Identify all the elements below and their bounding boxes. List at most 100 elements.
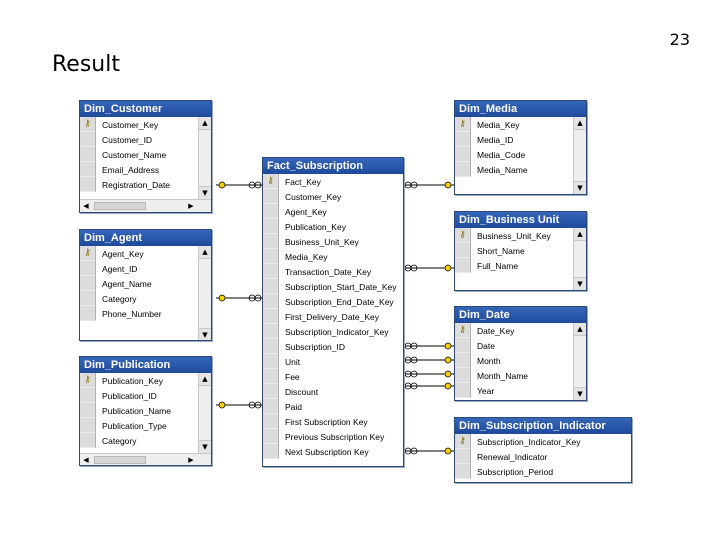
column-row[interactable]: Short_Name: [455, 243, 586, 258]
column-row[interactable]: Publication_Type: [80, 418, 211, 433]
column-row[interactable]: ⚷Customer_Key: [80, 117, 211, 132]
column-row[interactable]: Publication_Name: [80, 403, 211, 418]
column-row[interactable]: Customer_ID: [80, 132, 211, 147]
vertical-scrollbar[interactable]: ▲▼: [198, 117, 211, 199]
column-row[interactable]: Unit: [263, 354, 403, 369]
many-end-icon: [248, 181, 262, 189]
column-row[interactable]: Previous Subscription Key: [263, 429, 403, 444]
table-title[interactable]: Fact_Subscription: [263, 158, 403, 174]
column-row[interactable]: Subscription_Start_Date_Key: [263, 279, 403, 294]
dim-subscription-indicator-table[interactable]: Dim_Subscription_Indicator ⚷Subscription…: [454, 417, 632, 483]
table-title[interactable]: Dim_Customer: [80, 101, 211, 117]
column-row[interactable]: Media_Key: [263, 249, 403, 264]
column-row[interactable]: ⚷Fact_Key: [263, 174, 403, 189]
scroll-left-icon[interactable]: ◀: [83, 456, 89, 464]
column-row[interactable]: Publication_ID: [80, 388, 211, 403]
vertical-scrollbar[interactable]: ▲▼: [198, 246, 211, 340]
column-row[interactable]: Paid: [263, 399, 403, 414]
key-end-icon: [444, 356, 452, 364]
scroll-down-icon[interactable]: ▼: [574, 181, 586, 194]
column-row[interactable]: Agent_Name: [80, 276, 211, 291]
column-row[interactable]: Registration_Date: [80, 177, 211, 192]
scroll-thumb[interactable]: [94, 456, 147, 464]
column-row[interactable]: Publication_Key: [263, 219, 403, 234]
column-row[interactable]: Year: [455, 383, 586, 398]
fact-subscription-table[interactable]: Fact_Subscription ⚷Fact_Key Customer_Key…: [262, 157, 404, 467]
table-title[interactable]: Dim_Subscription_Indicator: [455, 418, 631, 434]
column-row[interactable]: Subscription_Indicator_Key: [263, 324, 403, 339]
column-row[interactable]: ⚷Publication_Key: [80, 373, 211, 388]
scroll-down-icon[interactable]: ▼: [199, 328, 211, 340]
scroll-right-icon[interactable]: ▶: [188, 456, 194, 464]
column-row[interactable]: Media_ID: [455, 132, 586, 147]
scroll-up-icon[interactable]: ▲: [199, 246, 211, 259]
column-row[interactable]: Subscription_ID: [263, 339, 403, 354]
dim-date-table[interactable]: Dim_Date ⚷Date_Key Date Month Month_Name…: [454, 306, 587, 401]
column-row[interactable]: Month: [455, 353, 586, 368]
vertical-scrollbar[interactable]: ▲▼: [573, 117, 586, 194]
column-row[interactable]: Subscription_Period: [455, 464, 631, 479]
primary-key-icon: ⚷: [84, 374, 91, 385]
vertical-scrollbar[interactable]: ▲▼: [573, 323, 586, 400]
column-row[interactable]: Month_Name: [455, 368, 586, 383]
column-row[interactable]: First Subscription Key: [263, 414, 403, 429]
column-name: Customer_Name: [102, 149, 167, 160]
column-row[interactable]: Discount: [263, 384, 403, 399]
table-title[interactable]: Dim_Publication: [80, 357, 211, 373]
column-row[interactable]: Media_Name: [455, 162, 586, 177]
column-row[interactable]: Category: [80, 291, 211, 306]
column-row[interactable]: Media_Code: [455, 147, 586, 162]
horizontal-scrollbar[interactable]: ◀▶: [80, 453, 211, 465]
scroll-up-icon[interactable]: ▲: [574, 117, 586, 130]
column-name: Email_Address: [102, 164, 160, 175]
column-name: Fact_Key: [285, 176, 321, 187]
column-row[interactable]: Fee: [263, 369, 403, 384]
scroll-down-icon[interactable]: ▼: [574, 277, 586, 290]
column-row[interactable]: Subscription_End_Date_Key: [263, 294, 403, 309]
scroll-left-icon[interactable]: ◀: [83, 202, 89, 210]
column-row[interactable]: Customer_Name: [80, 147, 211, 162]
key-end-icon: [218, 294, 226, 302]
column-row[interactable]: ⚷Date_Key: [455, 323, 586, 338]
vertical-scrollbar[interactable]: ▲▼: [198, 373, 211, 453]
column-row[interactable]: Agent_ID: [80, 261, 211, 276]
column-row[interactable]: Phone_Number: [80, 306, 211, 321]
scroll-down-icon[interactable]: ▼: [199, 440, 211, 453]
dim-customer-table[interactable]: Dim_Customer ⚷Customer_Key Customer_ID C…: [79, 100, 212, 213]
scroll-down-icon[interactable]: ▼: [199, 186, 211, 199]
column-row[interactable]: ⚷Business_Unit_Key: [455, 228, 586, 243]
dim-business-unit-table[interactable]: Dim_Business Unit ⚷Business_Unit_Key Sho…: [454, 211, 587, 291]
column-row[interactable]: Email_Address: [80, 162, 211, 177]
column-row[interactable]: Next Subscription Key: [263, 444, 403, 459]
column-row[interactable]: Business_Unit_Key: [263, 234, 403, 249]
column-row[interactable]: Transaction_Date_Key: [263, 264, 403, 279]
table-title[interactable]: Dim_Business Unit: [455, 212, 586, 228]
scroll-up-icon[interactable]: ▲: [199, 373, 211, 386]
column-row[interactable]: Customer_Key: [263, 189, 403, 204]
scroll-up-icon[interactable]: ▲: [574, 323, 586, 336]
horizontal-scrollbar[interactable]: ◀▶: [80, 199, 211, 212]
column-row[interactable]: Agent_Key: [263, 204, 403, 219]
vertical-scrollbar[interactable]: ▲▼: [573, 228, 586, 290]
scroll-thumb[interactable]: [94, 202, 147, 210]
table-title[interactable]: Dim_Media: [455, 101, 586, 117]
scroll-down-icon[interactable]: ▼: [574, 387, 586, 400]
scroll-up-icon[interactable]: ▲: [199, 117, 211, 130]
column-row[interactable]: ⚷Media_Key: [455, 117, 586, 132]
column-name: Media_Key: [477, 119, 520, 130]
column-row[interactable]: Renewal_Indicator: [455, 449, 631, 464]
dim-agent-table[interactable]: Dim_Agent ⚷Agent_Key Agent_ID Agent_Name…: [79, 229, 212, 341]
column-row[interactable]: Category: [80, 433, 211, 448]
column-row[interactable]: Date: [455, 338, 586, 353]
column-row[interactable]: Full_Name: [455, 258, 586, 273]
dim-publication-table[interactable]: Dim_Publication ⚷Publication_Key Publica…: [79, 356, 212, 466]
column-row[interactable]: ⚷Subscription_Indicator_Key: [455, 434, 631, 449]
scroll-up-icon[interactable]: ▲: [574, 228, 586, 241]
scroll-right-icon[interactable]: ▶: [188, 202, 194, 210]
column-row[interactable]: ⚷Agent_Key: [80, 246, 211, 261]
dim-media-table[interactable]: Dim_Media ⚷Media_Key Media_ID Media_Code…: [454, 100, 587, 195]
table-title[interactable]: Dim_Date: [455, 307, 586, 323]
column-row[interactable]: First_Delivery_Date_Key: [263, 309, 403, 324]
table-title[interactable]: Dim_Agent: [80, 230, 211, 246]
